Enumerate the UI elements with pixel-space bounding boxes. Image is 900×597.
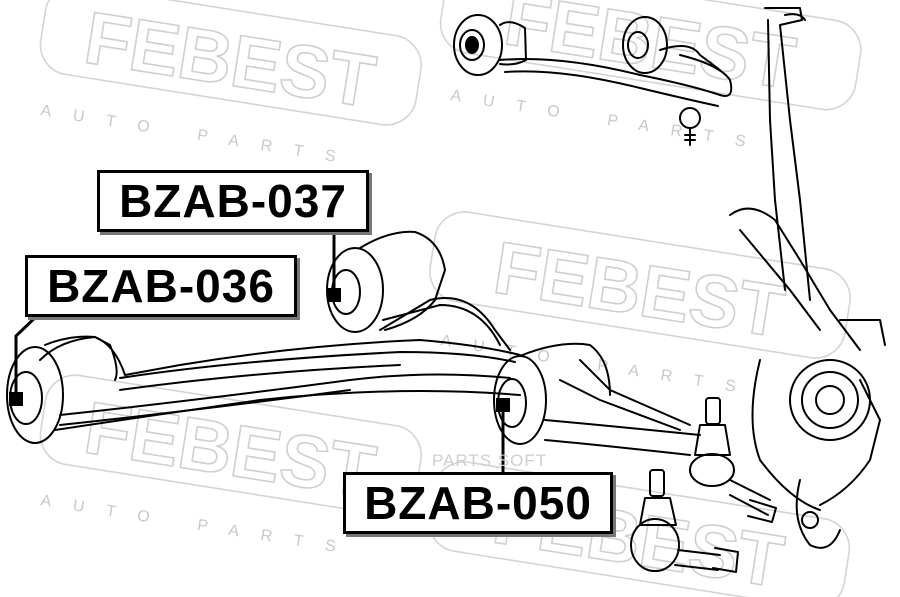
ball-joints: [630, 397, 777, 573]
part-label-bzab-037: BZAB-037: [97, 170, 369, 232]
part-label-bzab-050: BZAB-050: [343, 472, 613, 534]
svg-text:FEBEST: FEBEST: [489, 226, 790, 354]
leader-line-036: [14, 309, 44, 392]
callout-leaders: [14, 226, 505, 472]
svg-text:FEBEST: FEBEST: [79, 0, 380, 123]
marker-036: [9, 392, 23, 406]
watermark-tagline: AUTO PARTS: [449, 87, 768, 154]
marker-037: [327, 288, 341, 302]
svg-text:FEBEST: FEBEST: [499, 0, 800, 105]
part-label-bzab-036: BZAB-036: [25, 255, 297, 317]
parts-soft-watermark: PARTS SOFT: [432, 451, 548, 470]
suspension-drawing: [6, 7, 886, 573]
steering-knuckle: [729, 7, 886, 549]
marker-050: [496, 398, 510, 412]
upper-control-arm: [453, 14, 733, 146]
lower-control-arm: [6, 230, 701, 456]
callout-markers: [9, 288, 510, 412]
